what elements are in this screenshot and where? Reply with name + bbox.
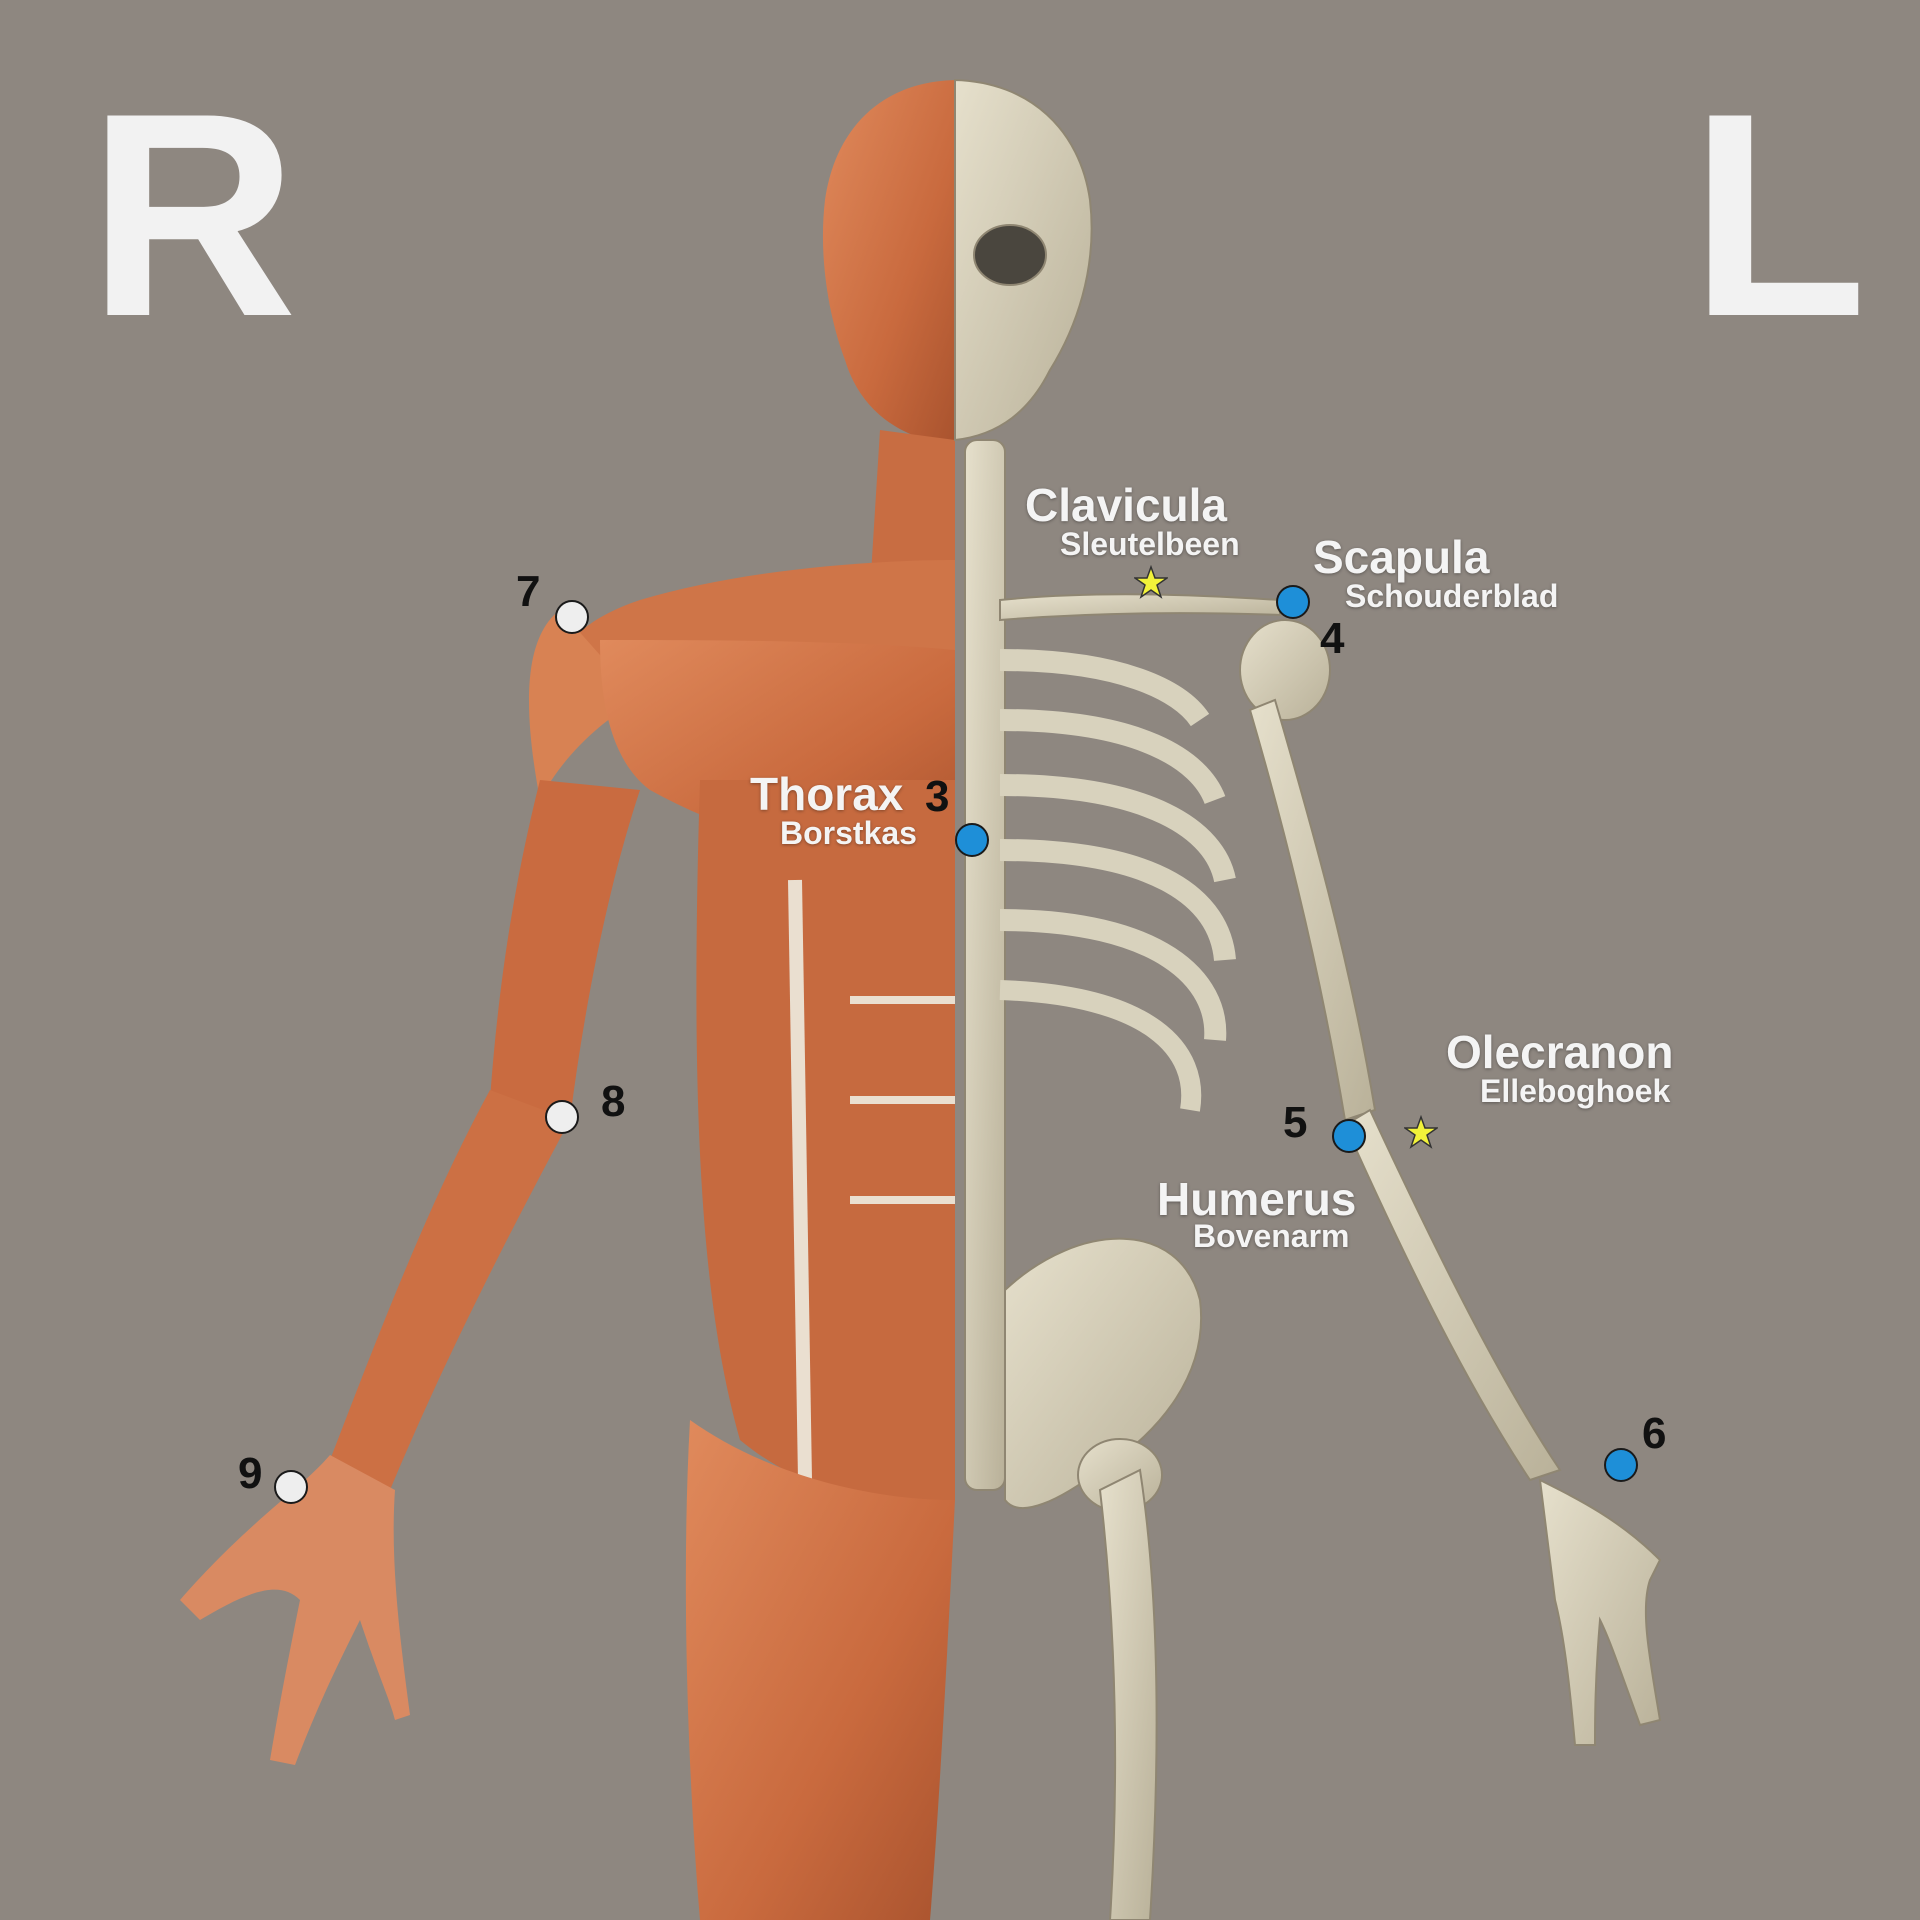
thorax-label: Thorax bbox=[750, 768, 904, 820]
thorax-sublabel: Borstkas bbox=[780, 815, 917, 851]
marker-8-white bbox=[545, 1100, 579, 1134]
clavicula-star-icon bbox=[1134, 565, 1168, 599]
number-6: 6 bbox=[1642, 1409, 1667, 1458]
humerus-sublabel: Bovenarm bbox=[1193, 1218, 1350, 1254]
number-5: 5 bbox=[1283, 1098, 1308, 1147]
clavicula-label: Clavicula bbox=[1025, 479, 1227, 531]
number-3: 3 bbox=[925, 772, 950, 821]
clavicula-sublabel: Sleutelbeen bbox=[1060, 526, 1240, 562]
marker-4-blue bbox=[1276, 585, 1310, 619]
scapula-label: Scapula bbox=[1313, 531, 1490, 583]
right-side-letter: R bbox=[88, 53, 298, 377]
olecranon-sublabel: Elleboghoek bbox=[1480, 1073, 1671, 1109]
left-side-letter: L bbox=[1690, 53, 1868, 377]
marker-6-blue bbox=[1604, 1448, 1638, 1482]
scapula-sublabel: Schouderblad bbox=[1345, 578, 1559, 614]
number-9: 9 bbox=[238, 1449, 263, 1498]
humerus-label: Humerus bbox=[1157, 1173, 1357, 1225]
marker-7-white bbox=[555, 600, 589, 634]
number-7: 7 bbox=[516, 567, 541, 616]
skeleton-half bbox=[954, 78, 1662, 1920]
number-4: 4 bbox=[1320, 614, 1345, 663]
marker-3-blue bbox=[955, 823, 989, 857]
marker-5-blue bbox=[1332, 1119, 1366, 1153]
muscle-half bbox=[180, 80, 955, 1920]
marker-9-white bbox=[274, 1470, 308, 1504]
olecranon-star-icon bbox=[1404, 1115, 1438, 1149]
olecranon-label: Olecranon bbox=[1446, 1026, 1674, 1078]
number-8: 8 bbox=[601, 1077, 626, 1126]
